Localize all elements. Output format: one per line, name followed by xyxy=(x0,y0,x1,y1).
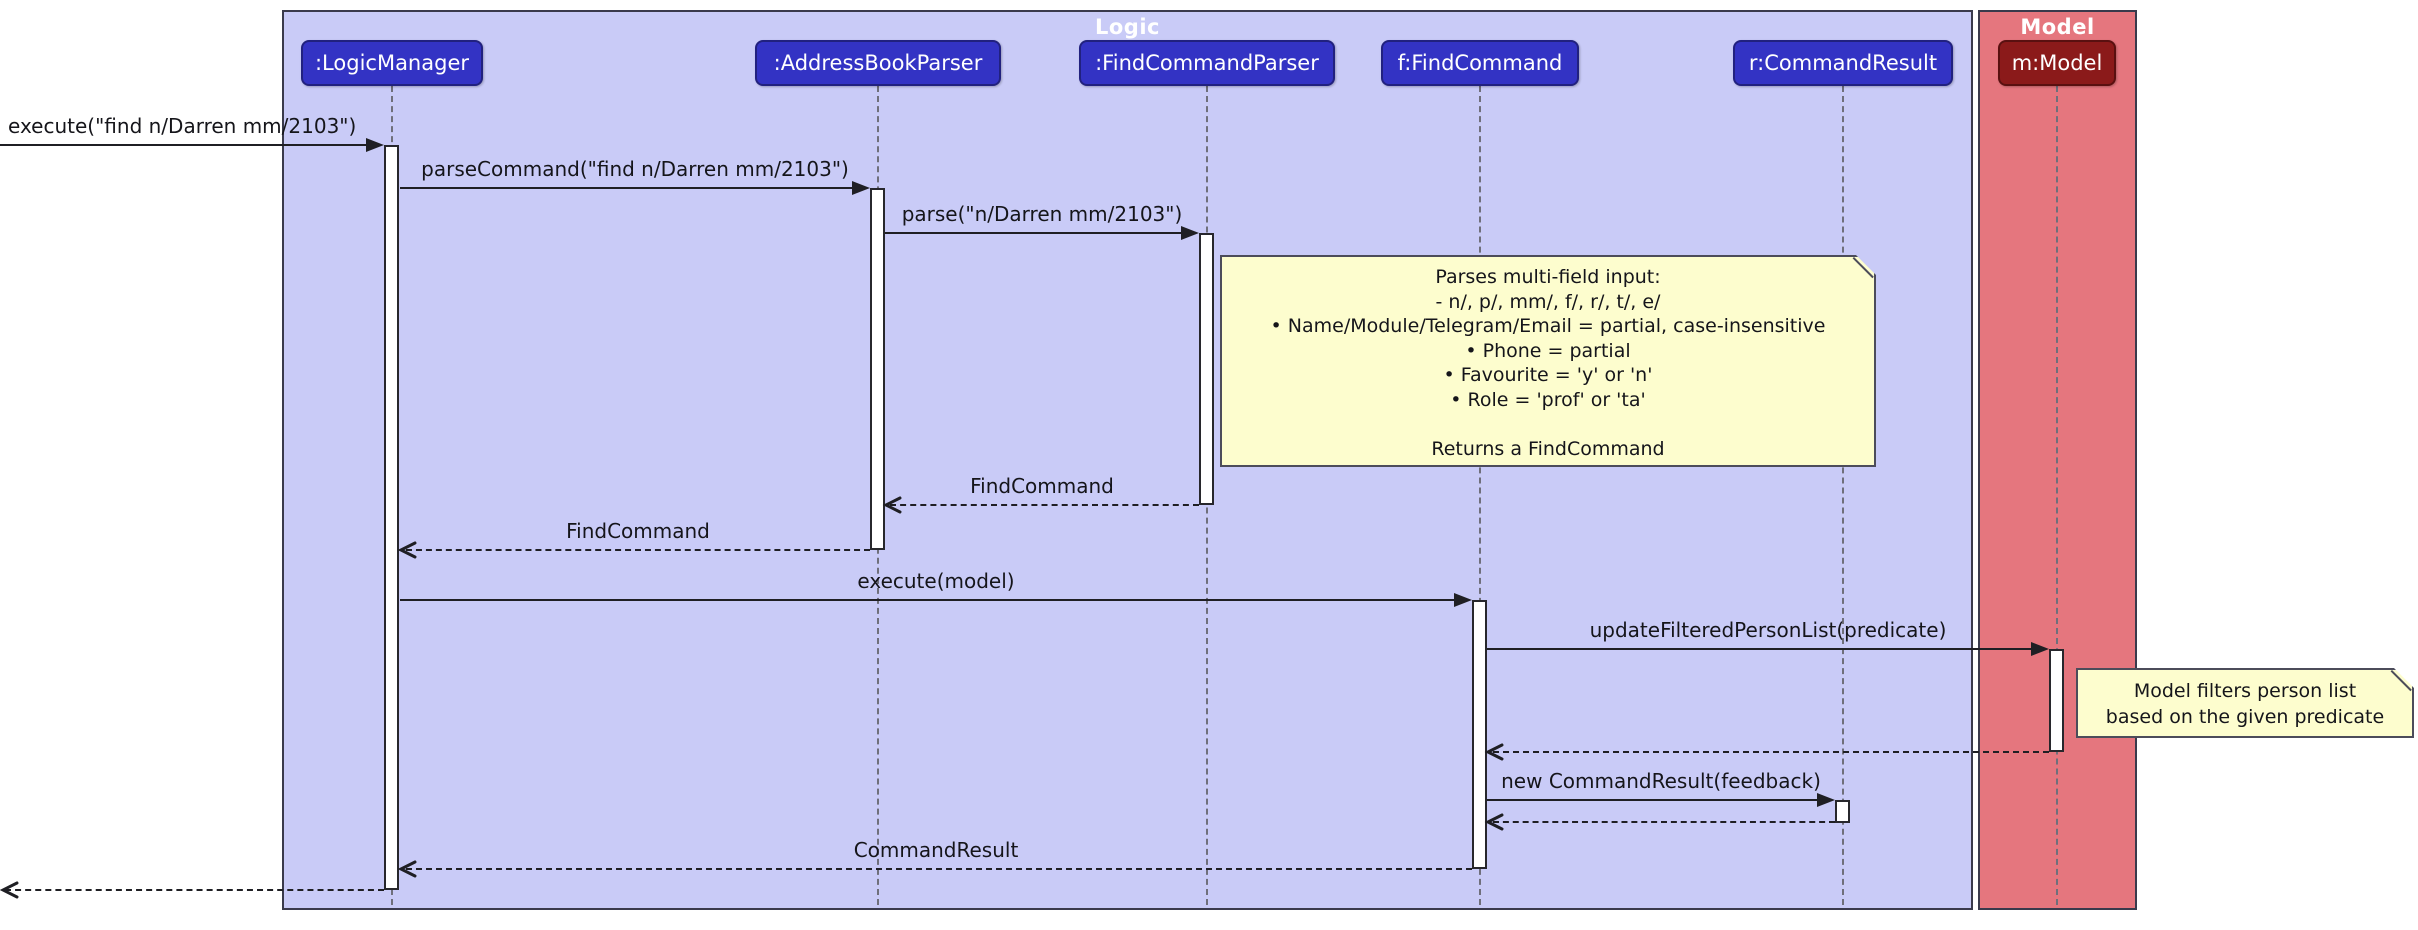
note-line: - n/, p/, mm/, f/, r/, t/, e/ xyxy=(1435,290,1661,313)
return-arrowhead-icon xyxy=(397,541,417,559)
participant-logicmanager: :LogicManager xyxy=(301,40,483,86)
message-newcommandresult-label: new CommandResult(feedback) xyxy=(1501,769,1821,793)
message-commandresult-line xyxy=(406,868,1472,870)
note-fold-icon xyxy=(2394,668,2414,688)
lifeline-findcommand xyxy=(1479,86,1481,905)
model-frame-title: Model xyxy=(2020,15,2095,39)
participant-commandresult: r:CommandResult xyxy=(1733,40,1953,86)
message-parsecommand-line xyxy=(400,187,852,189)
message-findcommand-return2-line xyxy=(406,549,870,551)
participant-model: m:Model xyxy=(1998,40,2116,86)
call-arrowhead-icon xyxy=(366,138,384,152)
activation-findcommand xyxy=(1472,600,1487,869)
note-line xyxy=(1236,412,1860,437)
activation-addressbookparser xyxy=(870,188,885,550)
message-model-return-line xyxy=(1493,751,2049,753)
participant-findcommandparser-label: :FindCommandParser xyxy=(1095,51,1319,75)
message-executemodel-line xyxy=(400,599,1454,601)
message-updatefiltered-line xyxy=(1487,648,2031,650)
message-commandresult-return-line xyxy=(1493,821,1835,823)
note-line: Model filters person list xyxy=(2133,680,2357,702)
note-line: • Favourite = 'y' or 'n' xyxy=(1443,364,1653,386)
model-filter-note: Model filters person list based on the g… xyxy=(2076,668,2414,738)
message-executemodel-label: execute(model) xyxy=(857,569,1015,593)
participant-commandresult-label: r:CommandResult xyxy=(1748,51,1938,75)
lifeline-model xyxy=(2056,86,2058,905)
call-arrowhead-icon xyxy=(1181,226,1199,240)
participant-addressbookparser: :AddressBookParser xyxy=(755,40,1001,86)
message-parse-line xyxy=(885,232,1181,234)
call-arrowhead-icon xyxy=(1454,593,1472,607)
message-findcommand-return2-label: FindCommand xyxy=(566,519,710,543)
activation-model xyxy=(2049,649,2064,752)
note-line: • Name/Module/Telegram/Email = partial, … xyxy=(1270,315,1826,337)
note-line: • Phone = partial xyxy=(1465,339,1631,362)
logic-frame-title: Logic xyxy=(1095,15,1160,39)
note-line: based on the given predicate xyxy=(2105,706,2385,728)
participant-findcommand-label: f:FindCommand xyxy=(1397,51,1563,75)
note-fold-icon xyxy=(1856,255,1876,275)
message-parsecommand-label: parseCommand("find n/Darren mm/2103") xyxy=(421,157,849,181)
participant-addressbookparser-label: :AddressBookParser xyxy=(773,51,983,75)
participant-model-label: m:Model xyxy=(2011,51,2103,75)
activation-logicmanager xyxy=(384,145,399,890)
call-arrowhead-icon xyxy=(852,181,870,195)
parser-note: Parses multi-field input: - n/, p/, mm/,… xyxy=(1220,255,1876,467)
message-findcommand-return-line xyxy=(890,504,1199,506)
message-findcommand-return-label: FindCommand xyxy=(970,474,1114,498)
message-execute-line xyxy=(0,144,366,146)
return-arrowhead-icon xyxy=(1484,813,1504,831)
note-line: Parses multi-field input: xyxy=(1435,266,1661,288)
participant-findcommand: f:FindCommand xyxy=(1381,40,1579,86)
return-arrowhead-icon xyxy=(1484,743,1504,761)
lifeline-commandresult xyxy=(1842,86,1844,905)
call-arrowhead-icon xyxy=(1817,793,1835,807)
participant-findcommandparser: :FindCommandParser xyxy=(1079,40,1335,86)
return-arrowhead-icon xyxy=(882,496,902,514)
message-newcommandresult-line xyxy=(1487,799,1817,801)
activation-commandresult xyxy=(1835,800,1850,823)
activation-findcommandparser xyxy=(1199,233,1214,505)
message-final-return-line xyxy=(5,889,384,891)
participant-logicmanager-label: :LogicManager xyxy=(314,51,469,75)
message-parse-label: parse("n/Darren mm/2103") xyxy=(901,202,1183,226)
note-line: Returns a FindCommand xyxy=(1431,437,1665,460)
message-execute-label: execute("find n/Darren mm/2103") xyxy=(8,114,357,138)
message-updatefiltered-label: updateFilteredPersonList(predicate) xyxy=(1589,618,1947,642)
note-line: • Role = 'prof' or 'ta' xyxy=(1450,388,1646,411)
call-arrowhead-icon xyxy=(2031,642,2049,656)
message-commandresult-label: CommandResult xyxy=(853,838,1019,862)
return-arrowhead-icon xyxy=(397,860,417,878)
return-arrowhead-icon xyxy=(0,881,19,899)
